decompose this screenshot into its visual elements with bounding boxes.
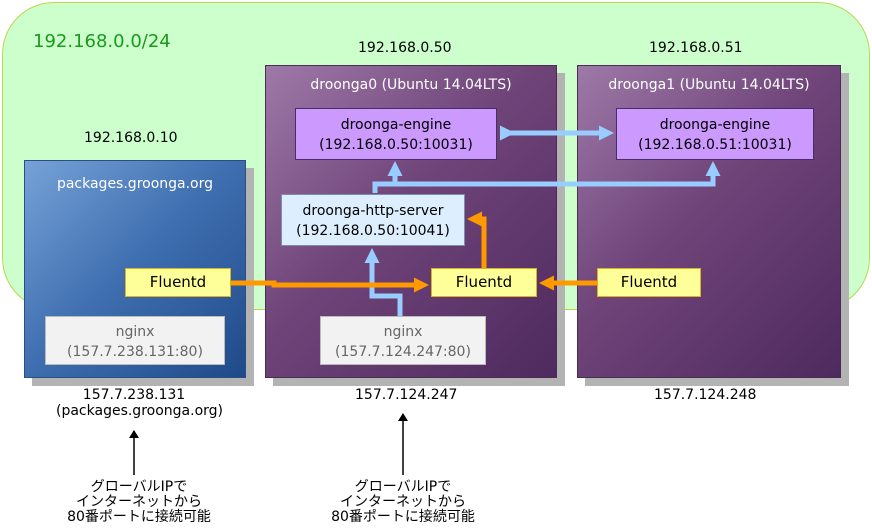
- droonga0-private-ip: 192.168.0.50: [358, 40, 452, 56]
- packages-public-hostname: (packages.groonga.org): [56, 403, 223, 419]
- http-server-name: droonga-http-server: [302, 203, 444, 219]
- droonga1-engine: droonga-engine (192.168.0.51:10031): [616, 108, 814, 160]
- droonga1-fluentd: Fluentd: [597, 268, 701, 297]
- droonga0-host-title: droonga0 (Ubuntu 14.04LTS): [310, 77, 512, 93]
- packages-private-ip: 192.168.0.10: [84, 130, 178, 146]
- droonga1-host-title: droonga1 (Ubuntu 14.04LTS): [608, 77, 810, 93]
- droonga-http-server: droonga-http-server (192.168.0.50:10041): [281, 194, 465, 246]
- packages-nginx-name: nginx: [115, 324, 155, 340]
- droonga1-private-ip: 192.168.0.51: [649, 40, 743, 56]
- nginx-to-http-arrow: [364, 248, 403, 316]
- droonga0-engine: droonga-engine (192.168.0.50:10031): [295, 108, 497, 160]
- droonga0-nginx-address: (157.7.124.247:80): [335, 344, 471, 360]
- packages-nginx-address: (157.7.238.131:80): [67, 344, 203, 360]
- droonga1-public-ip: 157.7.124.248: [654, 387, 757, 403]
- middle-note-line2: インターネットから: [340, 494, 466, 510]
- packages-nginx: nginx (157.7.238.131:80): [45, 316, 225, 365]
- packages-public-ip-address: 157.7.238.131: [82, 387, 186, 403]
- left-internet-note: グローバルIPで インターネットから 80番ポートに接続可能: [54, 480, 224, 525]
- http-server-address: (192.168.0.50:10041): [296, 223, 450, 239]
- droonga1-engine-name: droonga-engine: [659, 117, 771, 133]
- fluentd-to-http-server-arrow: [467, 211, 487, 268]
- droonga1-engine-address: (192.168.0.51:10031): [638, 137, 792, 153]
- left-note-line3: 80番ポートに接続可能: [67, 509, 211, 525]
- left-note-line2: インターネットから: [76, 494, 202, 510]
- middle-note-line1: グローバルIPで: [354, 479, 452, 495]
- middle-internet-note: グローバルIPで インターネットから 80番ポートに接続可能: [318, 480, 488, 525]
- packages-fluentd-to-droonga0-arrow: [231, 277, 429, 293]
- droonga0-nginx: nginx (157.7.124.247:80): [320, 316, 486, 365]
- packages-host-title: packages.groonga.org: [56, 176, 214, 192]
- packages-public-ip: 157.7.238.131 (packages.groonga.org): [56, 387, 223, 419]
- droonga0-engine-address: (192.168.0.50:10031): [319, 137, 473, 153]
- middle-note-line3: 80番ポートに接続可能: [331, 509, 475, 525]
- droonga0-nginx-name: nginx: [383, 324, 423, 340]
- droonga0-engine-name: droonga-engine: [340, 117, 452, 133]
- http-to-droonga1-engine-arrow: [372, 161, 721, 193]
- left-note-line1: グローバルIPで: [90, 479, 188, 495]
- droonga0-fluentd: Fluentd: [431, 268, 537, 297]
- droonga0-public-ip: 157.7.124.247: [355, 387, 458, 403]
- packages-fluentd: Fluentd: [125, 268, 231, 297]
- network-label: 192.168.0.0/24: [33, 31, 171, 52]
